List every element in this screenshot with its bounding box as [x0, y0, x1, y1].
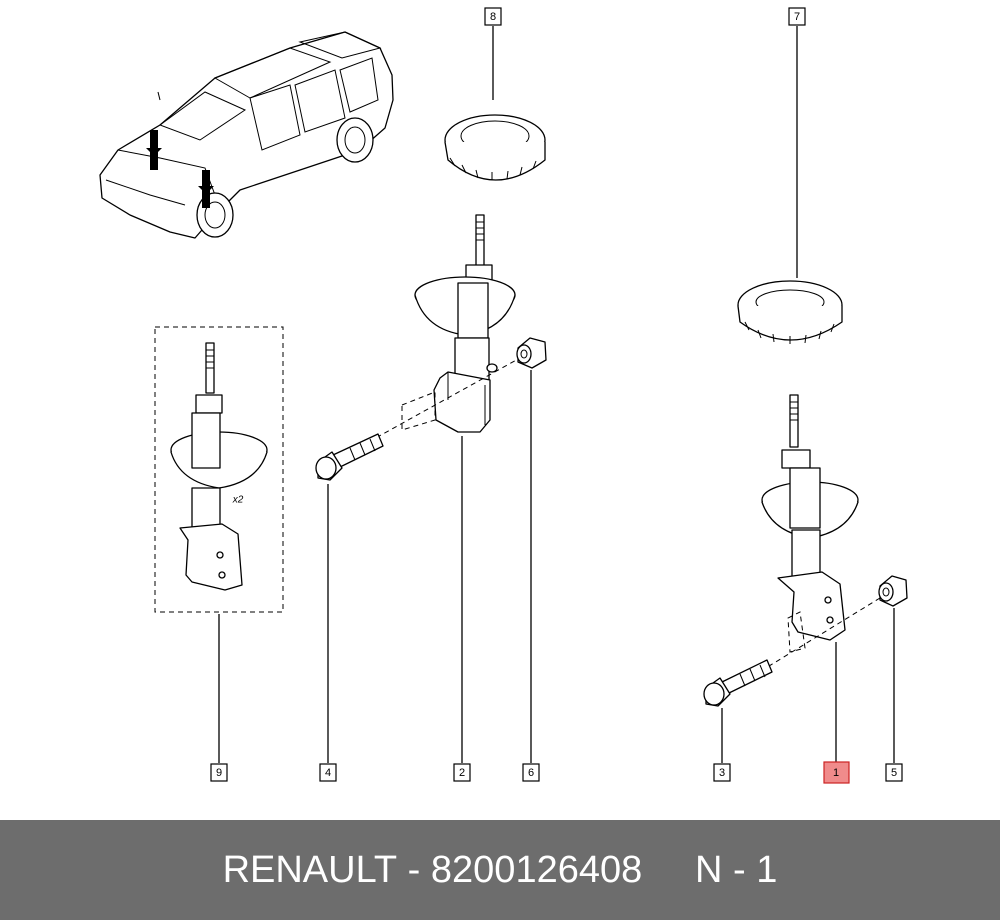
- callout-8-label: 8: [490, 11, 496, 23]
- bracket-outline-1: [787, 611, 806, 653]
- callout-1-highlighted: 1: [823, 761, 850, 784]
- callout-2-label: 2: [459, 767, 465, 779]
- part-9-strut-kit: [170, 342, 268, 591]
- callout-3: 3: [713, 763, 731, 782]
- part-8-bearing: [444, 114, 546, 181]
- bracket-outline-2: [401, 391, 436, 431]
- callout-9-label: 9: [216, 767, 222, 779]
- part-4-bolt: [315, 433, 384, 481]
- footer-brand: RENAULT: [222, 848, 398, 891]
- callout-6-label: 6: [528, 767, 534, 779]
- bolt-axis-2: [344, 357, 521, 456]
- part-7-bearing: [737, 280, 843, 344]
- part-1-strut: [761, 394, 859, 641]
- callout-6: 6: [522, 763, 540, 782]
- callout-1-label: 1: [833, 767, 839, 779]
- car-illustration: [99, 31, 394, 239]
- leader-lines: [218, 26, 895, 763]
- part-2-strut: [414, 214, 516, 433]
- parts-diagram: x2 8: [99, 7, 908, 784]
- footer-gap: [642, 849, 695, 892]
- callout-4: 4: [319, 763, 337, 782]
- callout-7-label: 7: [794, 11, 800, 23]
- callout-9: 9: [210, 763, 228, 782]
- callout-5-label: 5: [891, 767, 897, 779]
- callout-2: 2: [453, 763, 471, 782]
- callout-3-label: 3: [719, 767, 725, 779]
- part-3-bolt: [703, 659, 773, 707]
- part-6-nut: [516, 337, 547, 369]
- footer-separator: -: [397, 848, 431, 891]
- callout-5: 5: [885, 763, 903, 782]
- kit-box-9: [154, 326, 284, 613]
- footer-position: N - 1: [695, 848, 778, 891]
- footer-part-number: 8200126408: [430, 848, 643, 891]
- callout-8: 8: [484, 7, 502, 26]
- x2-label: x2: [232, 495, 244, 506]
- callout-7: 7: [788, 7, 806, 26]
- part-info-footer: RENAULT - 8200126408 N - 1: [0, 820, 1000, 920]
- callout-4-label: 4: [325, 767, 331, 779]
- part-5-nut: [878, 575, 908, 607]
